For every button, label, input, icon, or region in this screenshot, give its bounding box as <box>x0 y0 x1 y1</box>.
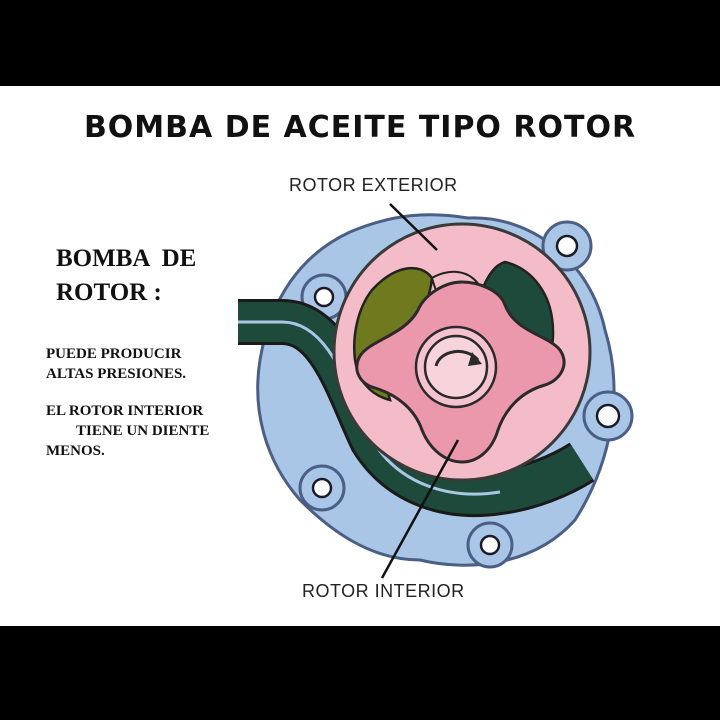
note1-line2: ALTAS PRESIONES. <box>46 366 187 382</box>
bolt-hole <box>311 234 621 556</box>
leader-inner <box>380 439 460 579</box>
rotor-hub-inner <box>423 334 489 400</box>
rotation-arrow-icon <box>434 350 482 367</box>
label-inner-rotor: ROTOR INTERIOR <box>302 581 465 601</box>
note2-line1: EL ROTOR INTERIOR <box>46 403 204 419</box>
page-title: BOMBA DE ACEITE TIPO ROTOR <box>83 110 637 145</box>
label-outer-rotor: ROTOR EXTERIOR <box>289 175 458 195</box>
leader-outer <box>389 203 438 251</box>
note2-line2: TIENE UN DIENTE <box>76 423 210 439</box>
side-heading-line2: ROTOR : <box>56 279 162 306</box>
side-heading-line1: BOMBA DE <box>56 245 197 272</box>
note1-line1: PUEDE PRODUCIR <box>46 346 182 362</box>
note2-line3: MENOS. <box>46 443 105 459</box>
